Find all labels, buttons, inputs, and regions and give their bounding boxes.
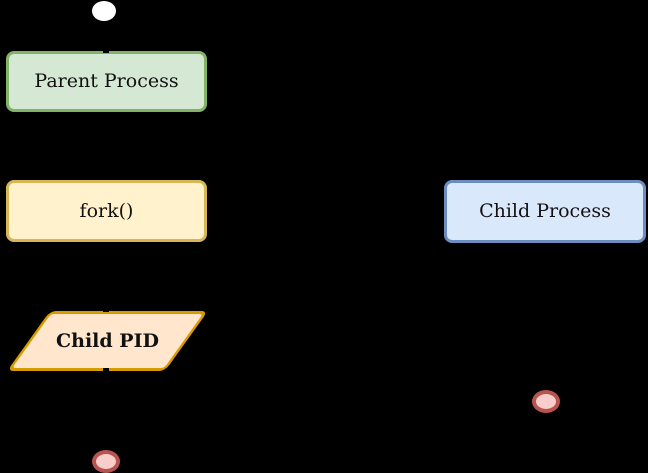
child-process-label: Child Process [479,200,611,222]
parent-process-label: Parent Process [34,70,179,92]
arrow-tip-mark-pid-bottom [103,368,109,371]
child-pid-label-container: Child PID [7,311,208,371]
fork-node: fork() [6,180,207,242]
arrow-tip-mark-parent-top [103,50,109,53]
end-node-child-branch [532,390,560,413]
end-node-parent-branch [92,450,120,473]
child-process-node: Child Process [444,180,646,243]
arrow-tip-mark-pid-top [103,309,109,312]
start-node [92,1,116,21]
parent-process-node: Parent Process [6,51,207,112]
fork-label: fork() [79,199,134,222]
child-pid-label: Child PID [56,330,159,352]
